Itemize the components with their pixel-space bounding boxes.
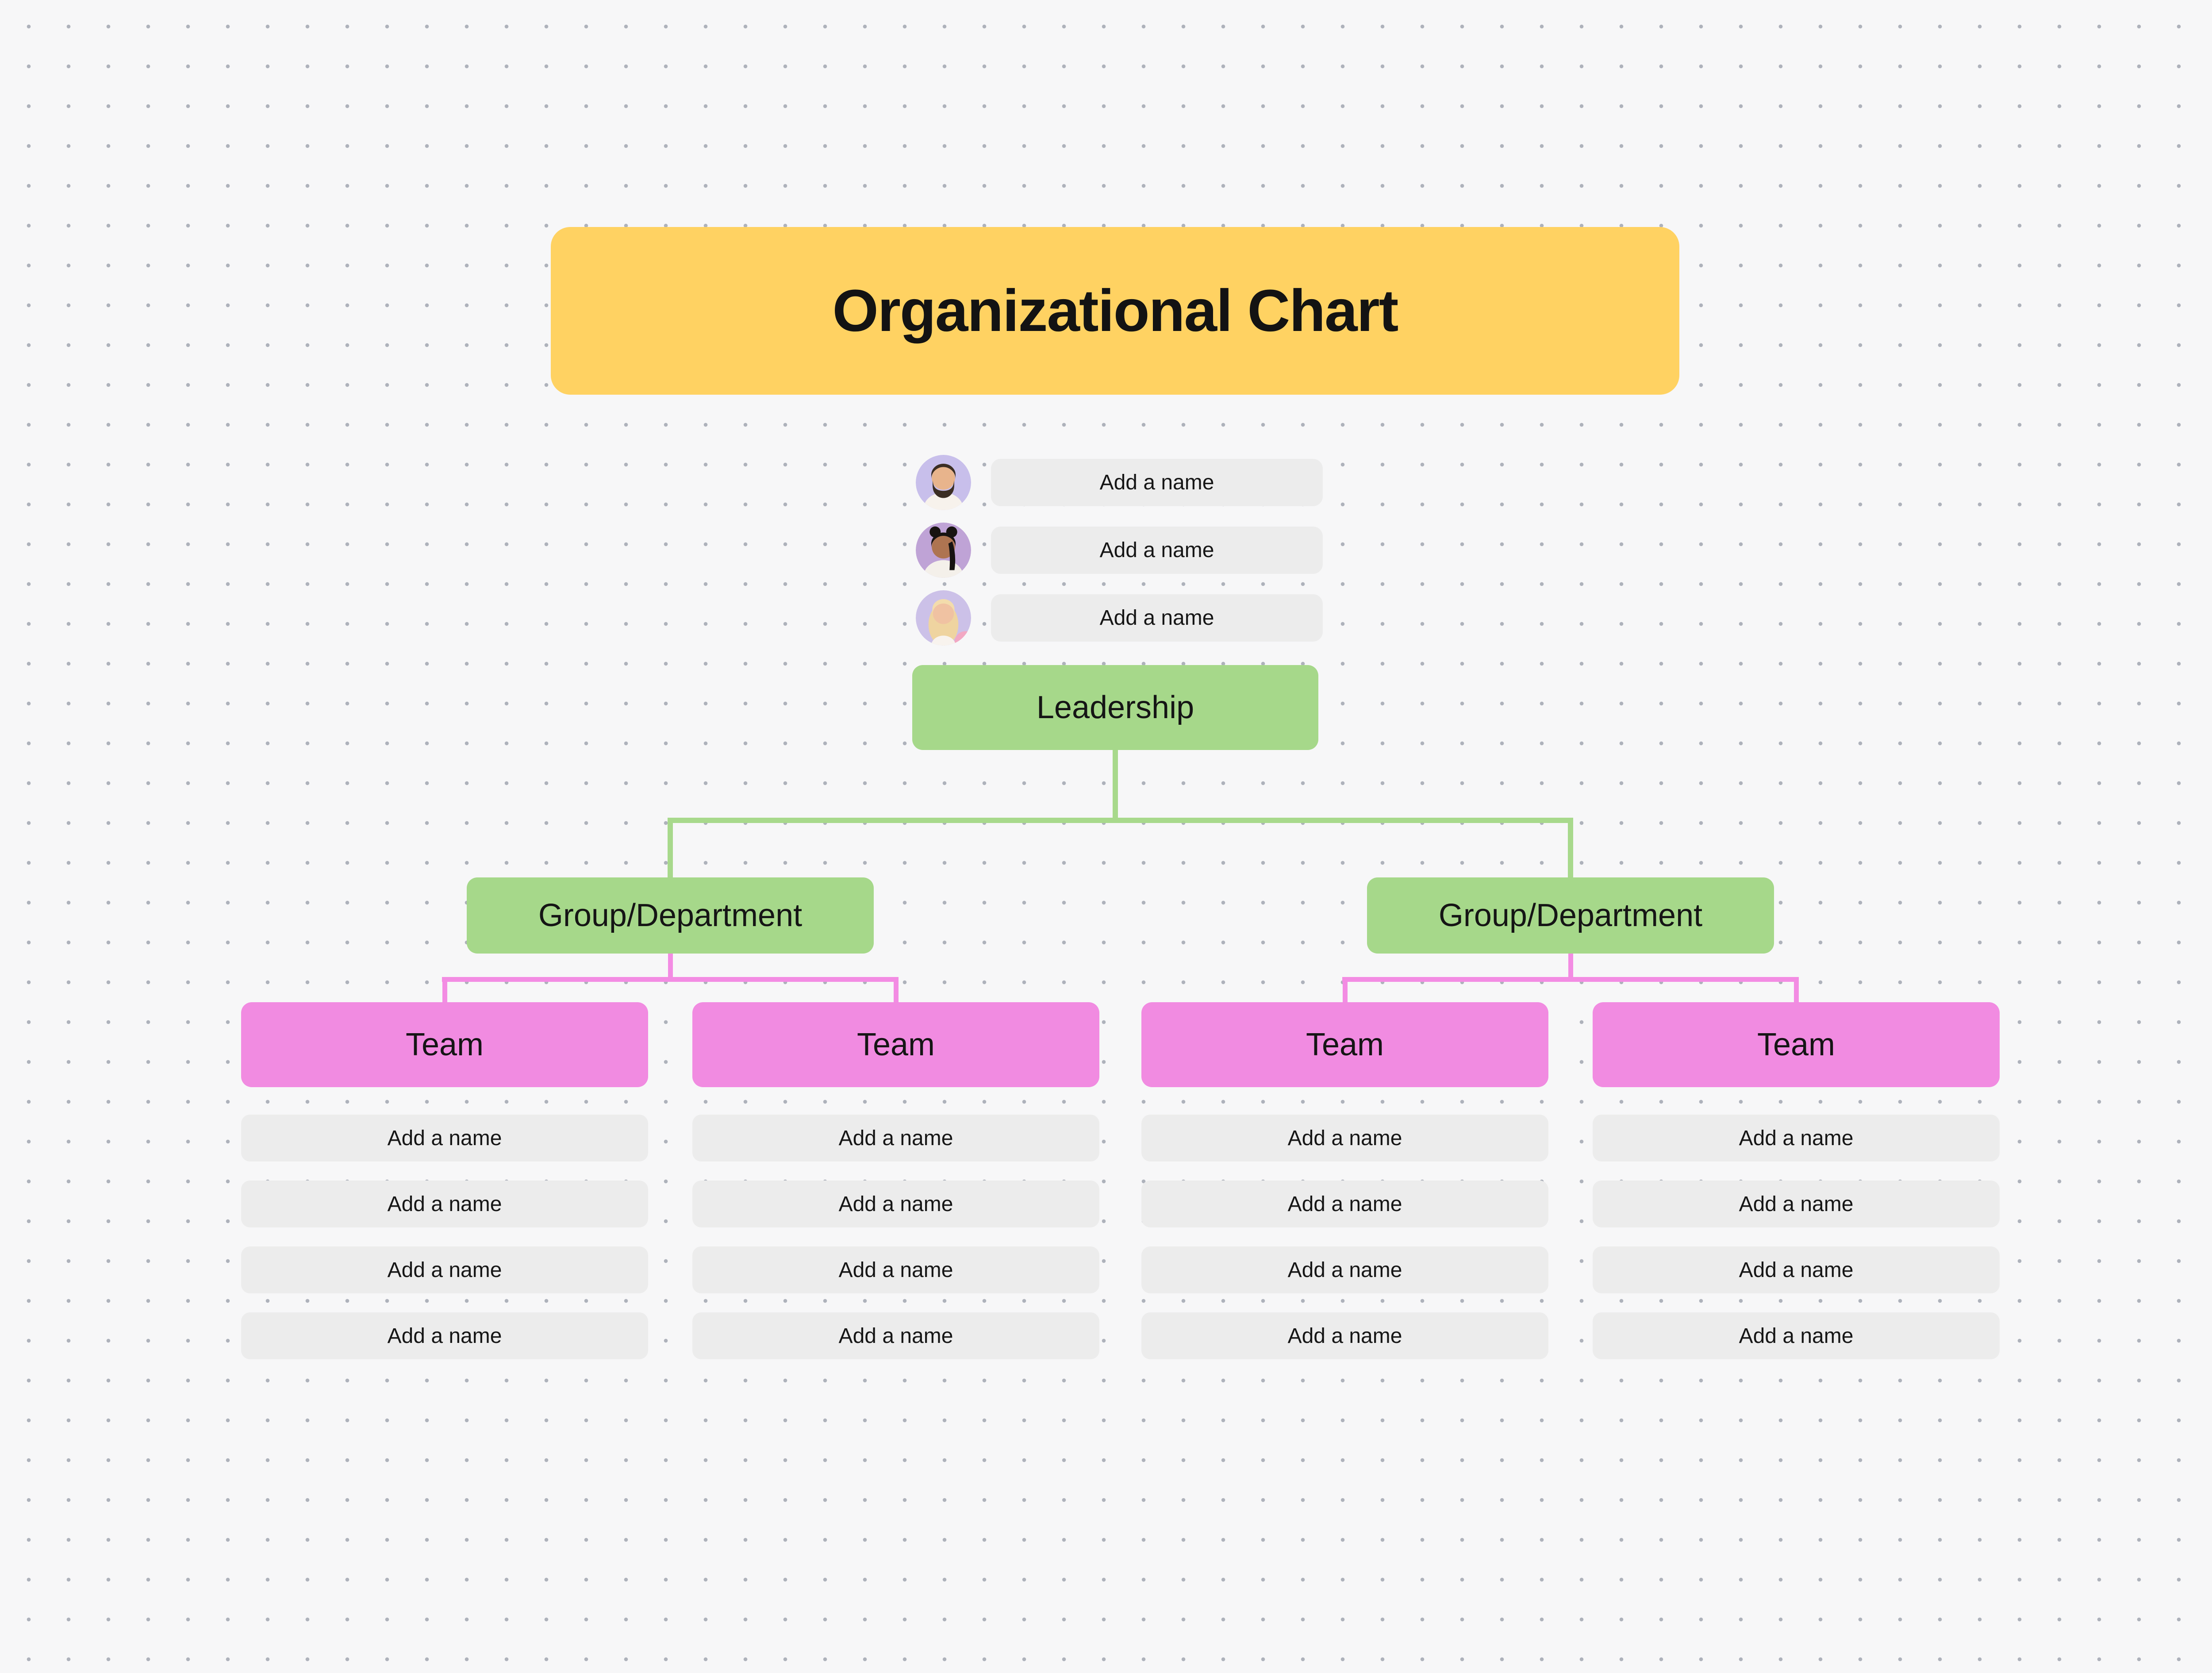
leader-avatar-bearded-man[interactable] <box>916 455 971 510</box>
name-placeholder: Add a name <box>1287 1192 1402 1216</box>
connector-leadership-stem <box>1113 750 1118 823</box>
name-placeholder: Add a name <box>838 1258 953 1282</box>
team-2-name-input-4[interactable]: Add a name <box>692 1312 1099 1359</box>
team-1-name-input-1[interactable]: Add a name <box>241 1115 648 1161</box>
woman-with-hair-buns-portrait-icon <box>916 523 971 578</box>
team-4-name-input-3[interactable]: Add a name <box>1593 1246 2000 1293</box>
team-1-name-input-3[interactable]: Add a name <box>241 1246 648 1293</box>
team-label: Team <box>1306 1027 1384 1062</box>
name-placeholder: Add a name <box>1739 1126 1854 1150</box>
name-placeholder: Add a name <box>1287 1324 1402 1348</box>
connector-drop-to-team-3 <box>1343 977 1348 1002</box>
connector-drop-to-group-2 <box>1568 818 1573 877</box>
team-2-name-input-1[interactable]: Add a name <box>692 1115 1099 1161</box>
name-placeholder: Add a name <box>387 1258 502 1282</box>
team-label: Team <box>856 1027 935 1062</box>
team-label: Team <box>1757 1027 1836 1062</box>
connector-drop-to-team-2 <box>894 977 899 1002</box>
connector-group-1-crossbar <box>442 977 899 982</box>
connector-drop-to-group-1 <box>668 818 673 877</box>
team-box-4[interactable]: Team <box>1593 1002 2000 1087</box>
connector-drop-to-team-1 <box>442 977 447 1002</box>
name-placeholder: Add a name <box>1739 1192 1854 1216</box>
name-placeholder: Add a name <box>1287 1258 1402 1282</box>
name-placeholder: Add a name <box>387 1324 502 1348</box>
leadership-name-input-1[interactable]: Add a name <box>991 459 1323 506</box>
team-4-name-input-1[interactable]: Add a name <box>1593 1115 2000 1161</box>
connector-group-2-crossbar <box>1342 977 1799 982</box>
org-chart-title-box[interactable]: Organizational Chart <box>551 227 1679 395</box>
blonde-woman-portrait-icon <box>916 590 971 646</box>
name-placeholder: Add a name <box>838 1192 953 1216</box>
leader-avatar-blonde-woman[interactable] <box>916 590 971 646</box>
team-3-name-input-4[interactable]: Add a name <box>1141 1312 1548 1359</box>
team-3-name-input-3[interactable]: Add a name <box>1141 1246 1548 1293</box>
leadership-name-input-3[interactable]: Add a name <box>991 594 1323 642</box>
leadership-label: Leadership <box>1036 690 1194 725</box>
team-4-name-input-2[interactable]: Add a name <box>1593 1181 2000 1227</box>
team-box-2[interactable]: Team <box>692 1002 1099 1087</box>
team-3-name-input-1[interactable]: Add a name <box>1141 1115 1548 1161</box>
team-label: Team <box>405 1027 484 1062</box>
team-2-name-input-2[interactable]: Add a name <box>692 1181 1099 1227</box>
team-4-name-input-4[interactable]: Add a name <box>1593 1312 2000 1359</box>
group-department-box-2[interactable]: Group/Department <box>1367 877 1774 954</box>
team-2-name-input-3[interactable]: Add a name <box>692 1246 1099 1293</box>
name-placeholder: Add a name <box>1739 1324 1854 1348</box>
leadership-name-input-2[interactable]: Add a name <box>991 527 1323 574</box>
name-placeholder: Add a name <box>1099 538 1214 562</box>
team-1-name-input-4[interactable]: Add a name <box>241 1312 648 1359</box>
name-placeholder: Add a name <box>1739 1258 1854 1282</box>
connector-leadership-crossbar <box>668 818 1573 823</box>
connector-group-2-stem <box>1568 954 1573 980</box>
bearded-man-portrait-icon <box>916 455 971 510</box>
leadership-box[interactable]: Leadership <box>912 665 1318 750</box>
connector-drop-to-team-4 <box>1794 977 1799 1002</box>
group-label: Group/Department <box>1438 898 1703 933</box>
name-placeholder: Add a name <box>838 1324 953 1348</box>
group-label: Group/Department <box>538 898 803 933</box>
name-placeholder: Add a name <box>387 1126 502 1150</box>
name-placeholder: Add a name <box>1287 1126 1402 1150</box>
team-1-name-input-2[interactable]: Add a name <box>241 1181 648 1227</box>
leader-avatar-woman-with-hair-buns[interactable] <box>916 523 971 578</box>
team-box-3[interactable]: Team <box>1141 1002 1548 1087</box>
org-chart-title: Organizational Chart <box>832 278 1399 344</box>
group-department-box-1[interactable]: Group/Department <box>467 877 874 954</box>
name-placeholder: Add a name <box>387 1192 502 1216</box>
name-placeholder: Add a name <box>838 1126 953 1150</box>
name-placeholder: Add a name <box>1099 606 1214 630</box>
name-placeholder: Add a name <box>1099 471 1214 494</box>
team-3-name-input-2[interactable]: Add a name <box>1141 1181 1548 1227</box>
connector-group-1-stem <box>668 954 673 980</box>
team-box-1[interactable]: Team <box>241 1002 648 1087</box>
